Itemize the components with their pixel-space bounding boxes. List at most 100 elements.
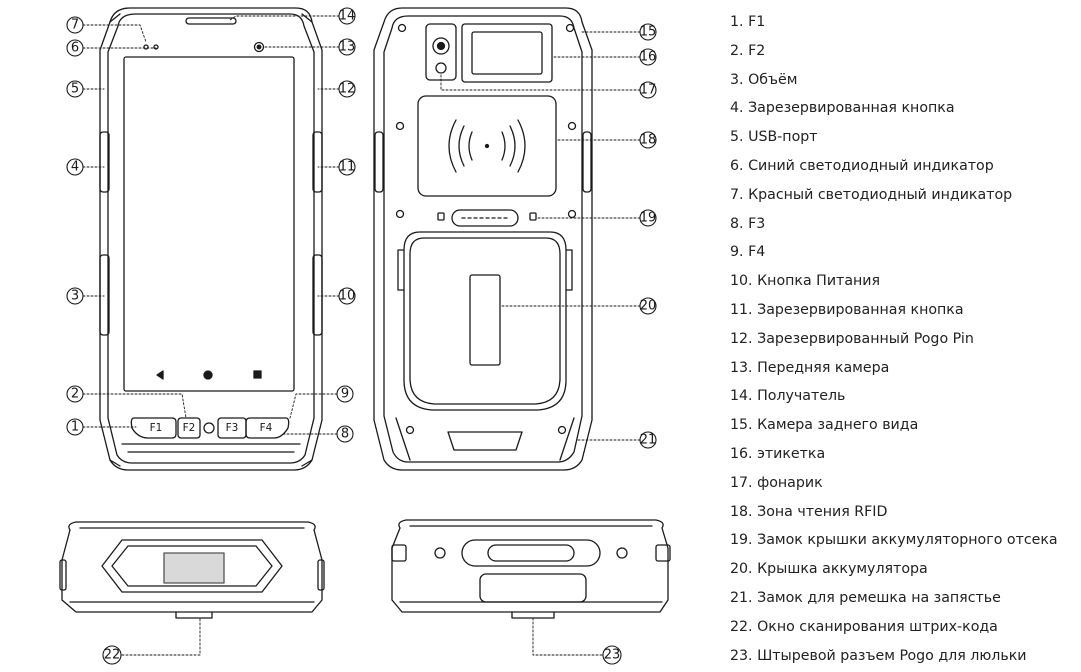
back-body-inner: [383, 15, 583, 463]
legend-number: 9.: [730, 244, 744, 261]
strap-slot: [479, 573, 587, 603]
legend-text: F1: [748, 14, 766, 30]
legend-item: 13. Передняя камера: [730, 354, 1058, 383]
f1-label: F1: [150, 422, 163, 434]
legend-item: 7. Красный светодиодный индикатор: [730, 181, 1058, 210]
legend-item: 10. Кнопка Питания: [730, 267, 1058, 296]
unlock-icon: [529, 212, 537, 221]
rear-camera: [432, 37, 450, 55]
legend-number: 18.: [730, 503, 753, 520]
screw: [567, 209, 577, 219]
legend-number: 5.: [730, 129, 744, 146]
legend-number: 16.: [730, 445, 753, 462]
nfc-icon: [448, 119, 526, 173]
legend-item: 16. этикетка: [730, 440, 1058, 469]
scan-button[interactable]: [203, 422, 215, 434]
legend-item: 1. F1: [730, 8, 1058, 37]
legend-item: 12. Зарезервированный Pogo Pin: [730, 325, 1058, 354]
side-screw-right: [616, 547, 628, 559]
legend-number: 22.: [730, 618, 753, 635]
battery-cover-grip: [469, 274, 501, 366]
legend-text: Красный светодиодный индикатор: [748, 186, 1013, 203]
volume-button[interactable]: [99, 254, 110, 336]
legend-number: 6.: [730, 157, 744, 174]
legend-number: 23.: [730, 647, 753, 664]
front-body-outline: [99, 7, 323, 471]
callout-7: 7: [71, 18, 79, 33]
reserved-button-left[interactable]: [99, 131, 110, 193]
front-body-inner: [107, 13, 315, 464]
flashlight: [435, 62, 447, 74]
callout-22: 22: [104, 648, 121, 663]
f2-button[interactable]: [177, 417, 201, 439]
legend-text: Синий светодиодный индикатор: [748, 157, 994, 174]
callout-6: 6: [71, 41, 79, 56]
legend-item: 17. фонарик: [730, 469, 1058, 498]
legend-item: 2. F2: [730, 37, 1058, 66]
f3-label: F3: [226, 422, 239, 434]
bottom-left-outline: [61, 521, 323, 613]
label-area: [461, 23, 553, 83]
callout-11: 11: [339, 160, 356, 175]
callout-8: 8: [341, 427, 349, 442]
battery-cover[interactable]: [403, 231, 567, 411]
legend-number: 2.: [730, 42, 744, 59]
rear-camera-module: [425, 23, 457, 81]
f1-button[interactable]: [130, 417, 177, 439]
callout-2: 2: [71, 387, 79, 402]
legend-item: 6. Синий светодиодный индикатор: [730, 152, 1058, 181]
screw: [395, 121, 405, 131]
legend-number: 11.: [730, 301, 753, 318]
legend-number: 19.: [730, 532, 753, 549]
reserved-button-right[interactable]: [312, 131, 323, 193]
legend-number: 4.: [730, 100, 744, 117]
legend-text: Замок для ремешка на запястье: [757, 589, 1001, 606]
legend-item: 4. Зарезервированная кнопка: [730, 94, 1058, 123]
legend-text: Получатель: [757, 388, 846, 405]
pogo-cradle-connector: [487, 544, 575, 562]
legend-number: 3.: [730, 71, 744, 88]
legend-item: 3. Объём: [730, 66, 1058, 95]
legend-number: 15.: [730, 417, 753, 434]
callout-10: 10: [339, 289, 356, 304]
front-camera: [253, 41, 265, 53]
power-button[interactable]: [312, 254, 323, 336]
legend-number: 8.: [730, 215, 744, 232]
back-icon: [156, 370, 164, 380]
legend-item: 23. Штыревой разъем Pogo для люльки: [730, 642, 1058, 671]
callout-17: 17: [640, 83, 657, 98]
legend-text: F4: [748, 244, 766, 261]
pogo-connector-housing: [461, 539, 601, 567]
f2-label: F2: [183, 422, 196, 434]
callout-20: 20: [640, 299, 657, 314]
legend-text: Зарезервированный Pogo Pin: [757, 330, 974, 347]
legend-text: Камера заднего вида: [757, 417, 919, 434]
front-screen: [123, 56, 295, 392]
legend-item: 5. USB-порт: [730, 123, 1058, 152]
barcode-scan-window: [163, 552, 225, 584]
legend-list: 1. F1 2. F2 3. Объём 4. Зарезервированна…: [730, 8, 1058, 670]
battery-cover-inner: [409, 237, 561, 405]
front-bottom-chin: [121, 443, 301, 453]
legend-text: фонарик: [757, 474, 823, 491]
recents-icon: [253, 370, 262, 379]
callout-23: 23: [604, 648, 621, 663]
callout-12: 12: [339, 82, 356, 97]
callout-18: 18: [640, 133, 657, 148]
callout-15: 15: [640, 25, 657, 40]
blue-led: [153, 44, 159, 50]
legend-item: 8. F3: [730, 210, 1058, 239]
callout-14: 14: [339, 9, 356, 24]
legend-text: F2: [748, 42, 766, 59]
legend-text: Крышка аккумулятора: [757, 561, 928, 578]
rfid-panel: [417, 95, 557, 197]
battery-lock[interactable]: [451, 209, 519, 227]
screw: [557, 425, 567, 435]
leader-lines: [82, 15, 641, 656]
f4-button[interactable]: [245, 417, 290, 439]
screw: [565, 23, 575, 33]
legend-item: 14. Получатель: [730, 382, 1058, 411]
callout-9: 9: [341, 387, 349, 402]
bottom-view-right: [391, 519, 671, 619]
